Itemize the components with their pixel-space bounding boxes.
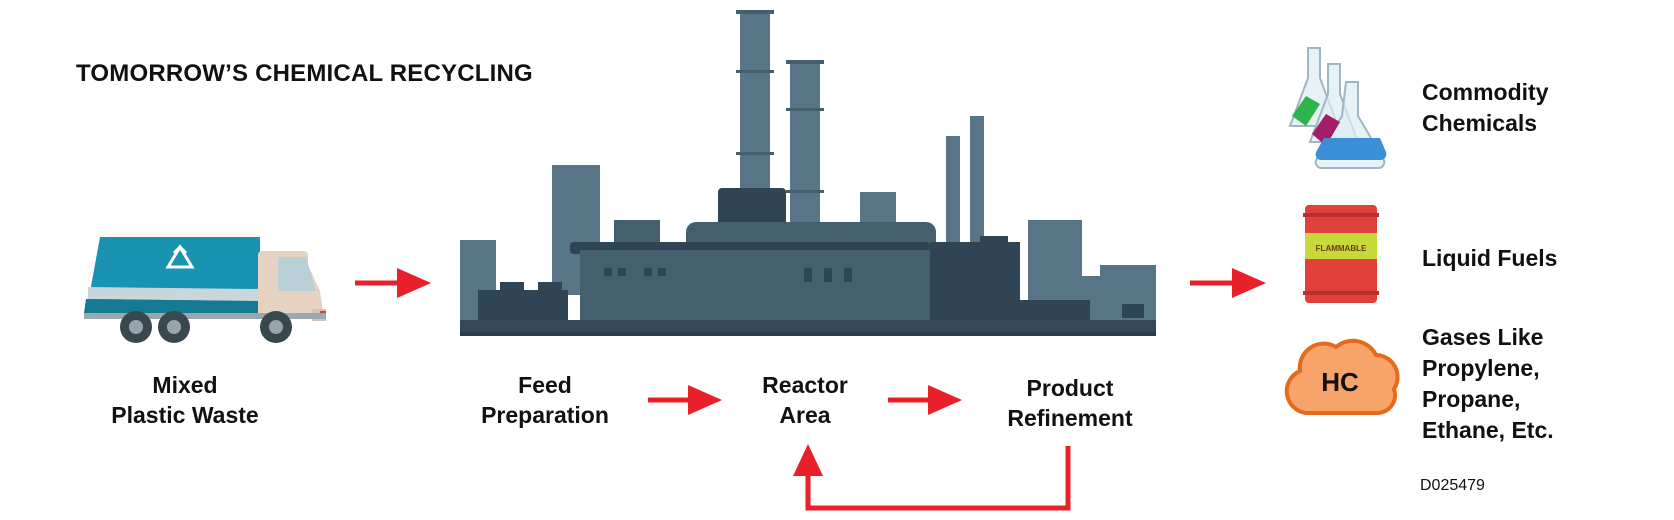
garbage-truck-icon <box>84 237 326 343</box>
recycle-icon <box>165 244 195 269</box>
gas-cloud-icon: HC <box>1284 338 1400 415</box>
output-gases: Gases Like Propylene, Propane, Ethane, E… <box>1422 324 1554 443</box>
truck-label: Mixed Plastic Waste <box>111 372 259 428</box>
step-product-refinement: Product Refinement <box>1007 375 1133 431</box>
arrow-refinement-loop-to-reactor <box>793 444 1071 511</box>
arrow-truck-to-factory <box>355 268 431 298</box>
step-feed-preparation: Feed Preparation <box>481 372 609 428</box>
svg-text:HC: HC <box>1321 367 1359 397</box>
arrow-factory-to-outputs <box>1190 268 1266 298</box>
output-liquid-fuels: Liquid Fuels <box>1422 245 1558 271</box>
output-commodity-chemicals: Commodity Chemicals <box>1422 79 1549 136</box>
step-reactor-area: Reactor Area <box>762 372 848 428</box>
arrow-feed-to-reactor <box>648 385 722 415</box>
svg-text:FLAMMABLE: FLAMMABLE <box>1316 244 1367 253</box>
fuel-barrel-icon: FLAMMABLE <box>1303 205 1379 303</box>
diagram-title: TOMORROW’S CHEMICAL RECYCLING <box>76 60 533 87</box>
arrow-reactor-to-refinement <box>888 385 962 415</box>
flask-icon <box>1288 47 1387 169</box>
diagram-code: D025479 <box>1420 477 1485 494</box>
factory-icon <box>460 10 1156 336</box>
